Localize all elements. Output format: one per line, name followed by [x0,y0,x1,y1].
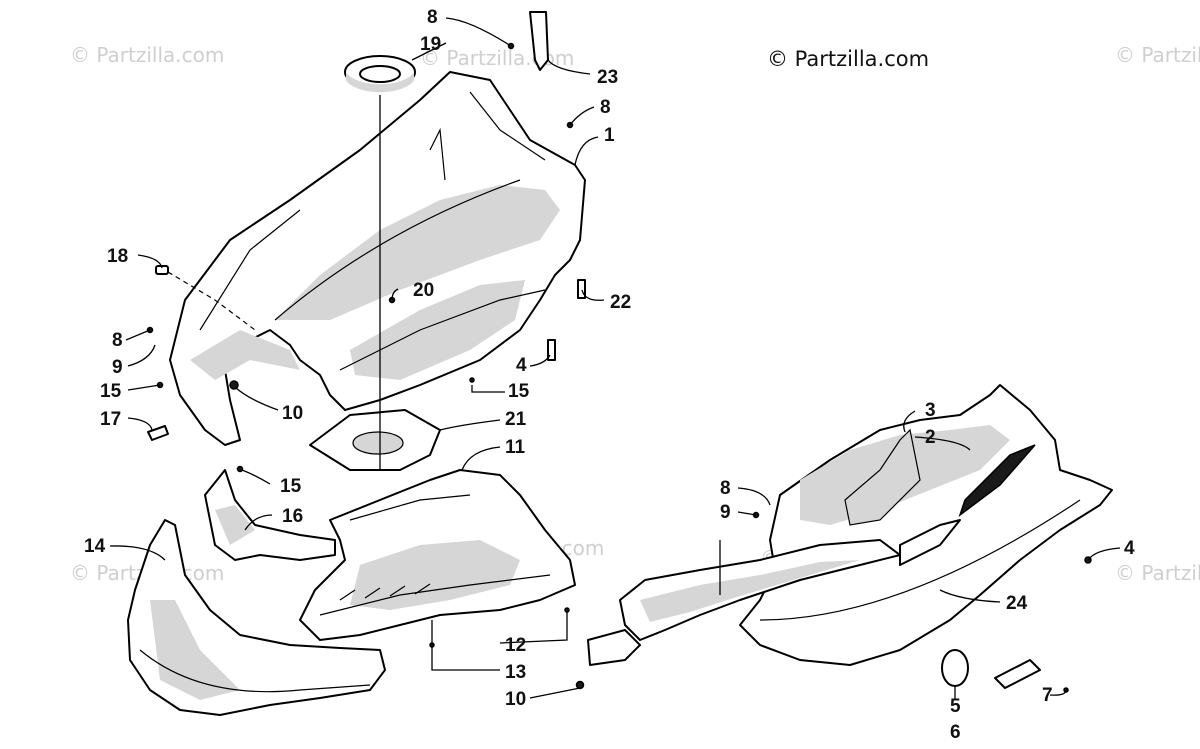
rear-support-rail [587,539,901,666]
hardware-fasteners [146,42,1092,693]
callout-labels: 8 19 23 8 1 18 20 22 8 4 9 15 15 10 17 2… [84,7,1135,743]
part-11-lower-tray [299,469,576,641]
callout-15: 15 [508,381,530,402]
callout-8: 8 [427,7,438,28]
callout-20: 20 [413,280,434,301]
callout-16: 16 [282,506,303,527]
callout-8: 8 [112,330,123,351]
callout-2: 2 [925,427,936,448]
callout-22: 22 [610,292,631,313]
callout-4: 4 [1124,538,1135,559]
callout-24: 24 [1006,593,1028,614]
part-19-grommet [344,55,416,93]
callout-7: 7 [1042,685,1053,706]
callout-12: 12 [505,635,526,656]
watermark-text: © Partzilla.com [70,43,224,67]
callout-21: 21 [505,409,527,430]
callout-10: 10 [505,689,526,710]
part-1-belly-pan-upper [169,71,586,446]
callout-8: 8 [720,478,731,499]
callout-18: 18 [107,246,128,267]
callout-9: 9 [112,357,123,378]
callout-1: 1 [604,125,615,146]
callout-14: 14 [84,536,106,557]
callout-13: 13 [505,662,526,683]
callout-19: 19 [420,34,441,55]
copyright-label: © Partzilla.com [767,47,929,71]
alignment-lines [167,95,381,470]
callout-23: 23 [597,67,618,88]
leader-lines [109,17,1121,700]
callout-15: 15 [100,381,122,402]
part-3-decal [844,428,921,526]
callout-11: 11 [505,437,526,458]
watermark-text: © Partzilla.com [1115,43,1200,67]
part-5-plug [941,649,969,687]
callout-10: 10 [282,403,303,424]
part-7-plate [994,659,1041,689]
callout-4: 4 [516,355,527,376]
part-21-plate [309,409,441,471]
part-16-deflector [204,469,336,561]
watermark-text: © Partzilla.com [420,46,574,70]
callout-6: 6 [950,722,961,743]
callout-8: 8 [600,97,611,118]
part-14-front-bumper [127,519,386,716]
callout-15: 15 [280,476,302,497]
part-23-bracket [529,11,549,71]
part-17-clip [147,425,169,441]
callout-17: 17 [100,409,121,430]
callout-5: 5 [950,696,961,717]
watermark-text: © Partzilla.com [1115,561,1200,585]
callout-3: 3 [925,400,936,421]
callout-9: 9 [720,502,731,523]
